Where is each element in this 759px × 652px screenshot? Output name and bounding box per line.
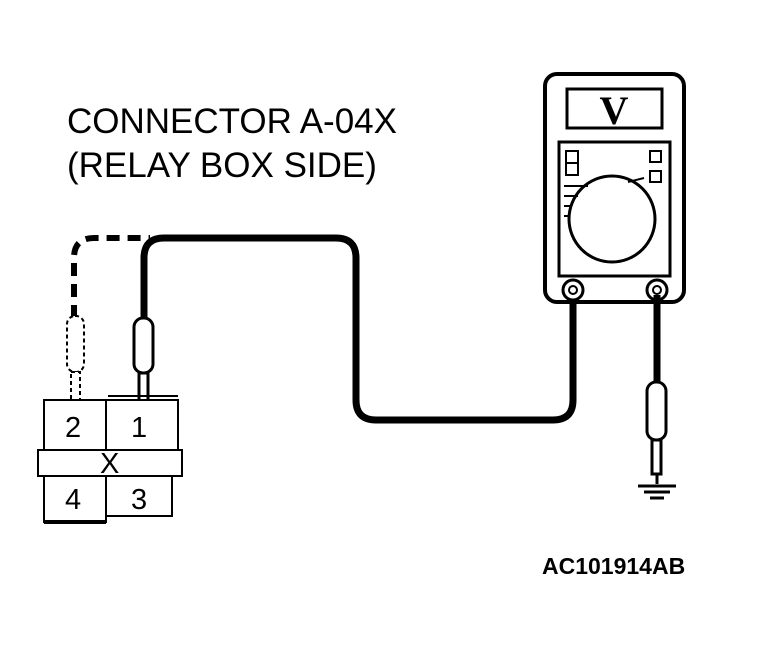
pin-1-label: 1 <box>131 412 147 444</box>
connector-lock-bar <box>37 449 183 477</box>
cavity-4 <box>43 475 107 523</box>
cavity-3 <box>105 475 173 517</box>
meter-dial <box>567 174 657 264</box>
ground-icon <box>638 474 676 500</box>
meter-button-2 <box>649 170 662 183</box>
meter-button-1 <box>649 150 662 163</box>
probe-wire-main <box>140 234 577 424</box>
multimeter <box>543 72 686 304</box>
meter-display <box>565 87 664 130</box>
connector-body <box>37 395 183 524</box>
meter-display-value: V <box>600 88 629 133</box>
dashed-probe-wire <box>71 235 150 318</box>
pin-4-label: 4 <box>65 484 81 516</box>
ground-probe <box>645 380 668 476</box>
connector-center-mark: X <box>100 448 119 480</box>
dashed-probe-pin2 <box>66 315 85 409</box>
figure-code: AC101914AB <box>542 553 685 579</box>
pin-3-label: 3 <box>131 484 147 516</box>
connector-title: CONNECTOR A-04X <box>67 102 397 141</box>
connector-subtitle: (RELAY BOX SIDE) <box>67 146 377 185</box>
probe-pin1 <box>132 316 155 410</box>
pin-2-label: 2 <box>65 412 81 444</box>
